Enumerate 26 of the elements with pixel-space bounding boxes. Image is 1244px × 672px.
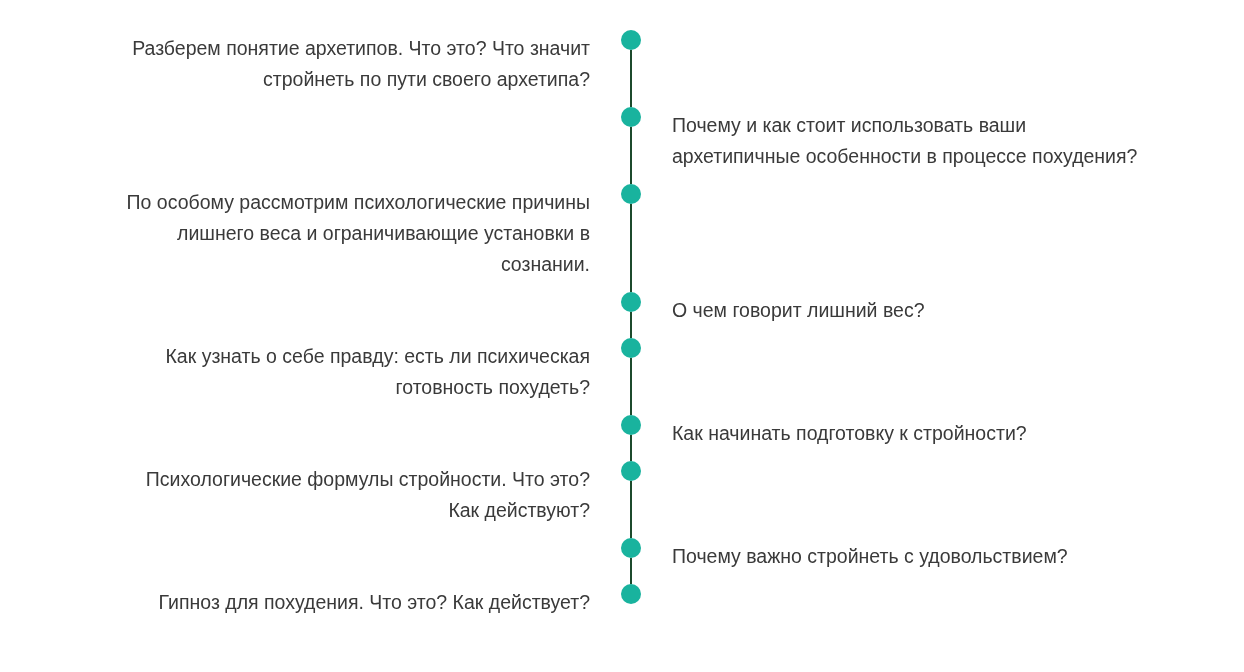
timeline-text: Психологические формулы стройности. Что это? Как действуют?	[144, 467, 590, 523]
timeline-dot	[621, 338, 641, 358]
connector-line	[630, 557, 632, 585]
timeline-dot	[621, 107, 641, 127]
timeline-text: По особому рассмотрим психологические причины лишнего веса и ограничивающие установки в сознании.	[125, 190, 590, 277]
timeline-dot	[621, 538, 641, 558]
timeline-text: Разберем понятие архетипов. Что это? Что значит стройнеть по пути своего архетипа?	[131, 36, 590, 92]
timeline-dot	[621, 184, 641, 204]
connector-line	[630, 203, 632, 293]
connector-line	[630, 49, 632, 108]
connector-line	[630, 311, 632, 339]
timeline-dot	[621, 461, 641, 481]
timeline-text: Как узнать о себе правду: есть ли психическая готовность похудеть?	[164, 344, 590, 400]
timeline-dot	[621, 415, 641, 435]
timeline-dot	[621, 584, 641, 604]
timeline-text: Как начинать подготовку к стройности?	[672, 421, 1027, 446]
timeline-text: О чем говорит лишний вес?	[672, 298, 925, 323]
connector-line	[630, 126, 632, 185]
timeline-dot	[621, 292, 641, 312]
timeline-dot	[621, 30, 641, 50]
timeline-text: Почему важно стройнеть с удовольствием?	[672, 544, 1068, 569]
timeline-text: Гипноз для похудения. Что это? Как действует?	[158, 590, 590, 615]
connector-line	[630, 357, 632, 416]
timeline-text: Почему и как стоит использовать ваши архетипичные особенности в процессе похудения?	[672, 113, 1139, 169]
connector-line	[630, 480, 632, 539]
connector-line	[630, 434, 632, 462]
